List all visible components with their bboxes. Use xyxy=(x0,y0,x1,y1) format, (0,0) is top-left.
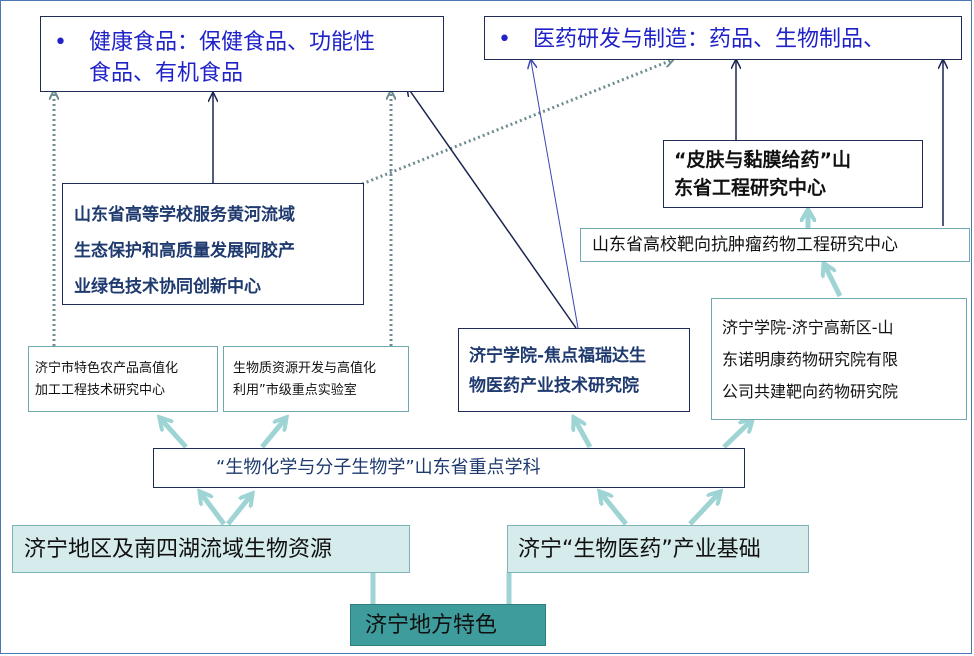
bio-resources-box: 济宁地区及南四湖流域生物资源 xyxy=(12,525,410,573)
teal-arrow-resources-to-discipline-left xyxy=(200,492,226,526)
health-food-box: • 健康食品：保健食品、功能性 食品、有机食品 xyxy=(40,16,444,92)
health-food-line2: 食品、有机食品 xyxy=(88,61,243,86)
arrow-jiaodian-to-health xyxy=(408,88,577,329)
key-discipline-label: “生物化学与分子生物学”山东省重点学科 xyxy=(216,457,541,478)
skin-center-line1: “皮肤与黏膜给药”山 xyxy=(674,149,851,171)
yellow-river-line3: 业绿色技术协同创新中心 xyxy=(74,277,261,297)
teal-arrow-base-to-discipline-left xyxy=(600,492,628,526)
jiaodian-institute-box: 济宁学院-焦点福瑞达生 物医药产业技术研究院 xyxy=(458,328,690,412)
jiaodian-line1: 济宁学院-焦点福瑞达生 xyxy=(469,346,647,366)
biomass-lab-line2: 利用”市级重点实验室 xyxy=(233,383,357,398)
teal-arrow-nuoming-to-target xyxy=(824,264,843,298)
industry-base-label: 济宁“生物医药”产业基础 xyxy=(518,537,761,562)
health-food-bullet: • xyxy=(54,30,67,55)
industry-base-box: 济宁“生物医药”产业基础 xyxy=(507,525,809,573)
teal-arrow-base-to-discipline-right xyxy=(688,492,720,526)
local-feature-box: 济宁地方特色 xyxy=(350,604,546,646)
yellow-river-center-box: 山东省高等学校服务黄河流域 生态保护和高质量发展阿胶产 业绿色技术协同创新中心 xyxy=(62,183,364,305)
skin-mucosa-center-box: “皮肤与黏膜给药”山 东省工程研究中心 xyxy=(663,140,923,208)
agri-center-line2: 加工工程技术研究中心 xyxy=(35,383,166,398)
target-drug-center-box: 山东省高校靶向抗肿瘤药物工程研究中心 xyxy=(580,228,970,262)
nuoming-institute-box: 济宁学院-济宁高新区-山 东诺明康药物研究院有限 公司共建靶向药物研究院 xyxy=(711,298,967,420)
teal-arrow-discipline-to-nuoming xyxy=(722,420,752,449)
teal-arrow-discipline-to-lab xyxy=(260,418,286,449)
key-discipline-box: “生物化学与分子生物学”山东省重点学科 xyxy=(153,448,745,488)
teal-arrow-discipline-to-jiaodian xyxy=(574,418,593,449)
yellow-river-line1: 山东省高等学校服务黄河流域 xyxy=(74,205,295,225)
skin-center-line2: 东省工程研究中心 xyxy=(674,177,827,199)
dash-arrow-yellowriver-to-pharma xyxy=(361,60,672,186)
biomass-lab-line1: 生物质资源开发与高值化 xyxy=(233,361,377,376)
agri-center-line1: 济宁市特色农产品高值化 xyxy=(35,361,179,376)
nuoming-line3: 公司共建靶向药物研究院 xyxy=(722,382,899,401)
nuoming-line1: 济宁学院-济宁高新区-山 xyxy=(722,318,894,337)
nuoming-line2: 东诺明康药物研究院有限 xyxy=(722,350,899,369)
health-food-line1: 健康食品：保健食品、功能性 xyxy=(88,30,375,55)
biomass-lab-box: 生物质资源开发与高值化 利用”市级重点实验室 xyxy=(223,346,409,412)
pharma-bullet: • xyxy=(498,27,511,52)
jining-agri-center-box: 济宁市特色农产品高值化 加工工程技术研究中心 xyxy=(28,346,218,412)
bio-resources-label: 济宁地区及南四湖流域生物资源 xyxy=(24,537,333,562)
pharma-box: • 医药研发与制造：药品、生物制品、 xyxy=(484,16,962,60)
teal-arrow-discipline-to-agri xyxy=(160,418,188,449)
target-center-label: 山东省高校靶向抗肿瘤药物工程研究中心 xyxy=(592,235,898,255)
yellow-river-line2: 生态保护和高质量发展阿胶产 xyxy=(74,241,295,261)
teal-arrow-resources-to-discipline-right xyxy=(226,494,252,526)
jiaodian-line2: 物医药产业技术研究院 xyxy=(469,376,639,396)
local-feature-label: 济宁地方特色 xyxy=(365,613,498,638)
arrow-jiaodian-to-pharma xyxy=(531,61,579,329)
pharma-text: 医药研发与制造：药品、生物制品、 xyxy=(532,27,885,52)
